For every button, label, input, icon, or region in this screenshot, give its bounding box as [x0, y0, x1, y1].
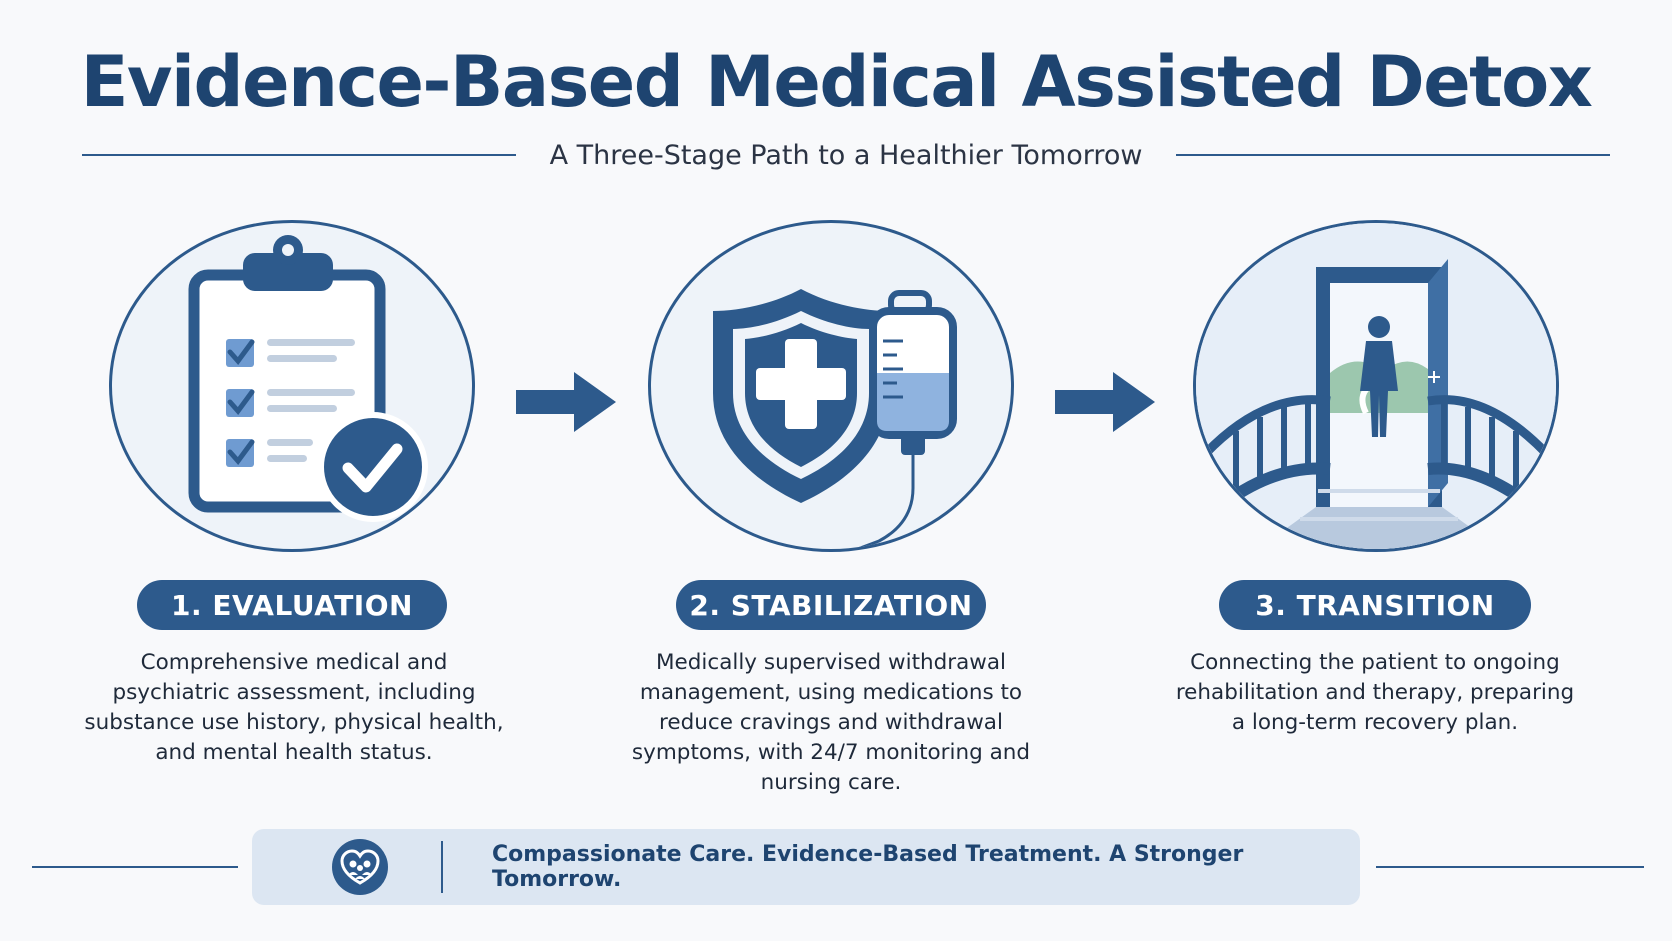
page-title: Evidence-Based Medical Assisted Detox [80, 41, 1593, 123]
heart-family-icon [332, 839, 388, 895]
stage-2-circle [648, 220, 1014, 552]
stage-3-label: 3. TRANSITION [1219, 580, 1531, 630]
shield-iv-bag-icon [713, 289, 957, 549]
stage-2-label: 2. STABILIZATION [676, 580, 986, 630]
subtitle-rule-right [1176, 154, 1611, 156]
stage-1-description: Comprehensive medical and psychiatric as… [84, 650, 504, 765]
stage-1-label: 1. EVALUATION [137, 580, 447, 630]
stage-3-circle [1193, 220, 1559, 552]
footer-rule-left [32, 866, 238, 868]
footer-rule-right [1376, 866, 1644, 868]
clipboard-checklist-icon [188, 235, 428, 522]
stage-3-description: Connecting the patient to ongoing rehabi… [1175, 650, 1575, 735]
footer-banner: Compassionate Care. Evidence-Based Treat… [252, 829, 1360, 905]
page-subtitle: A Three-Stage Path to a Healthier Tomorr… [549, 139, 1143, 171]
footer-tagline: Compassionate Care. Evidence-Based Treat… [492, 842, 1244, 892]
arrow-right-icon [1055, 372, 1155, 432]
banner-divider [441, 841, 443, 893]
subtitle-row: A Three-Stage Path to a Healthier Tomorr… [82, 138, 1611, 172]
subtitle-rule-left [82, 154, 516, 156]
stage-2-description: Medically supervised withdrawal manageme… [631, 650, 1031, 795]
stage-1-circle [109, 220, 475, 552]
arrow-right-icon [516, 372, 616, 432]
bridge-doorway-icon [1196, 223, 1556, 549]
